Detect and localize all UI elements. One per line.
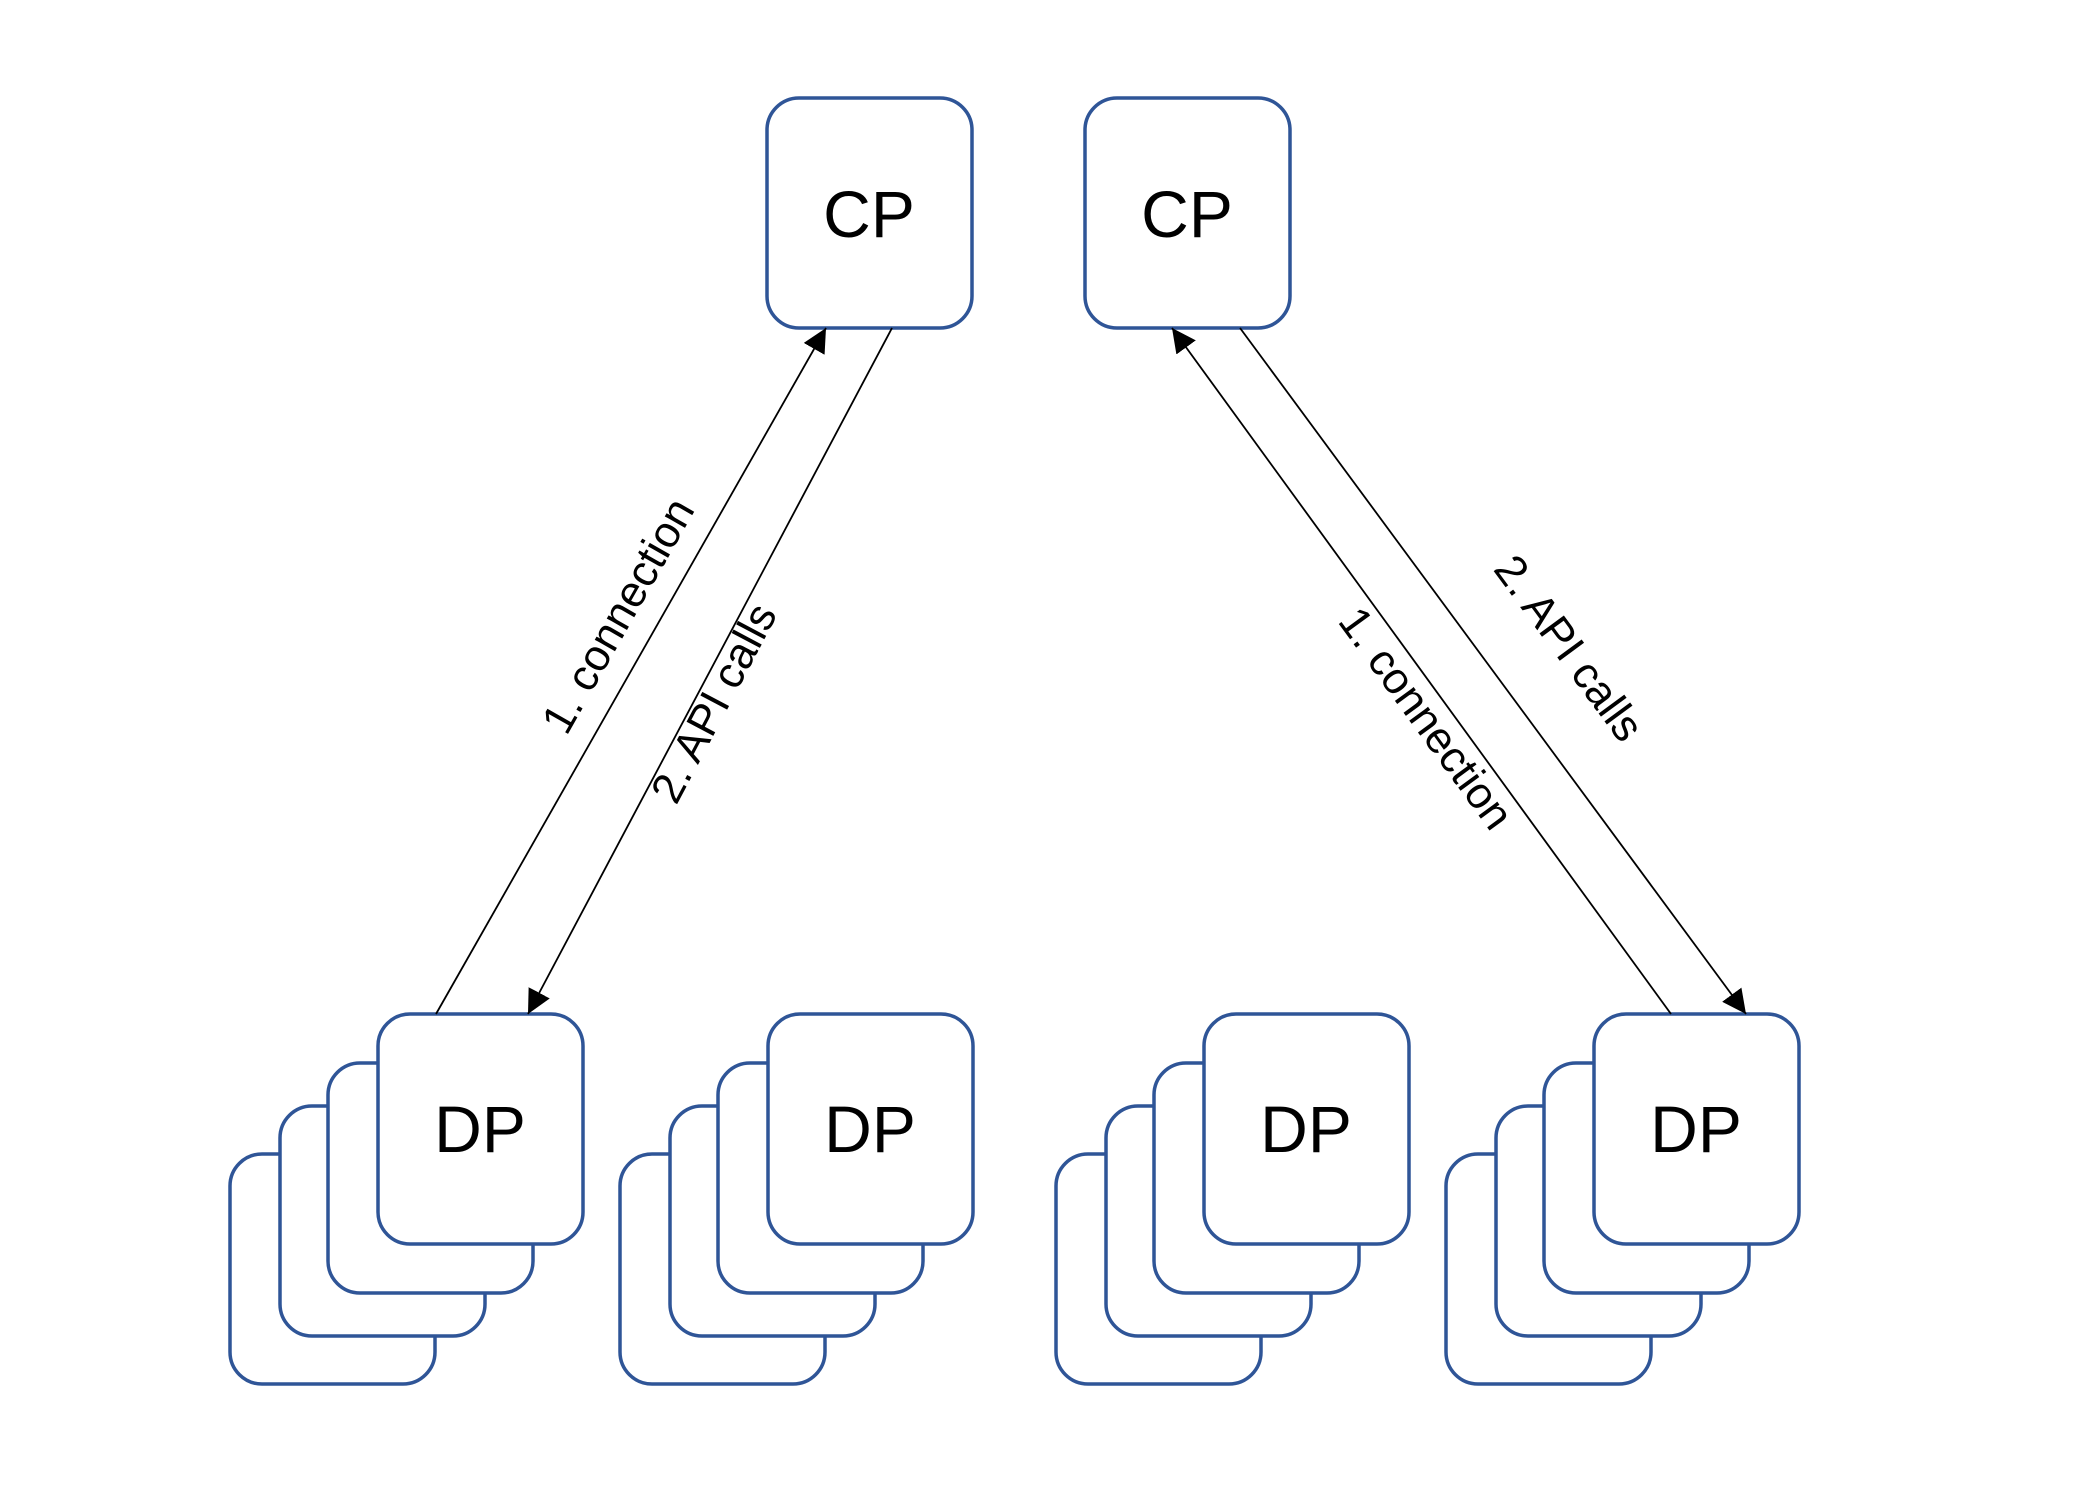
data-plane-stack-2: DP: [618, 1012, 975, 1386]
node-label: CP: [823, 177, 915, 251]
edge-label-right-api-calls: 2. API calls: [1484, 546, 1653, 750]
data-plane-stack-4: DP: [1444, 1012, 1801, 1386]
node-label: DP: [824, 1092, 916, 1166]
data-plane-stack-1: DP: [228, 1012, 585, 1386]
dp-card-front: [1592, 1012, 1801, 1246]
control-plane-node-right: CP: [1083, 96, 1292, 330]
edge-left-connection-arrow: [435, 327, 827, 1015]
node-label: DP: [1650, 1092, 1742, 1166]
dp-card-front: [766, 1012, 975, 1246]
edge-label-right-connection: 1. connection: [1329, 598, 1523, 838]
node-label: CP: [1141, 177, 1233, 251]
node-label: DP: [1260, 1092, 1352, 1166]
data-plane-stack-3: DP: [1054, 1012, 1411, 1386]
dp-card-front: [1202, 1012, 1411, 1246]
edge-label-left-connection: 1. connection: [532, 490, 704, 742]
edge-right-connection-arrow: [1171, 327, 1672, 1015]
edge-right-api-calls-arrow: [1239, 327, 1747, 1015]
dp-card-front: [376, 1012, 585, 1246]
node-label: DP: [434, 1092, 526, 1166]
edge-left-api-calls-arrow: [527, 327, 893, 1015]
control-plane-node-left: CP: [765, 96, 974, 330]
edge-label-left-api-calls: 2. API calls: [642, 596, 787, 811]
